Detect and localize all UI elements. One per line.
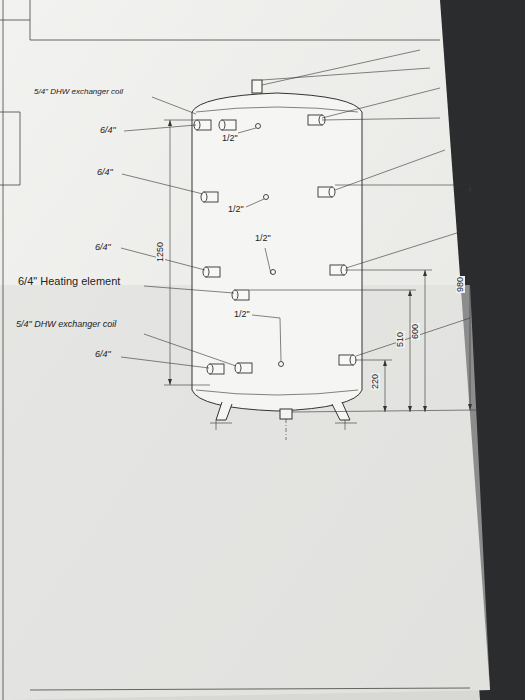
coil-callout: 5/4" DHW exchanger coil bbox=[34, 88, 123, 96]
nozzle-size: 6/4" bbox=[97, 168, 113, 177]
paper-sheet bbox=[0, 0, 490, 700]
tank bbox=[192, 80, 362, 440]
sensor-size: 1/2" bbox=[234, 310, 250, 319]
pipe-nozzles bbox=[194, 115, 356, 374]
dimension-arrows bbox=[168, 120, 472, 412]
nozzle-size: 6/4" bbox=[95, 243, 111, 252]
dimension-lines bbox=[164, 120, 476, 412]
nozzle-size: 6/4" bbox=[95, 350, 111, 359]
dimension-value: 1250 bbox=[156, 241, 165, 263]
sensor-size: 1/2" bbox=[228, 205, 244, 214]
coil-callout: 5/4" DHW exchanger coil bbox=[16, 320, 116, 329]
dimension-value: 510 bbox=[396, 330, 405, 347]
leader-lines bbox=[121, 50, 470, 368]
sensor-size: 1/2" bbox=[222, 134, 238, 143]
drawing-frame bbox=[0, 0, 470, 700]
heater-callout: 6/4" Heating element bbox=[18, 276, 120, 287]
dimension-value: 600 bbox=[411, 322, 420, 339]
nozzle-size: 6/4" bbox=[100, 126, 116, 135]
dimension-value: 980 bbox=[456, 275, 465, 292]
sensor-size: 1/2" bbox=[255, 234, 271, 243]
dimension-value: 220 bbox=[371, 372, 380, 389]
